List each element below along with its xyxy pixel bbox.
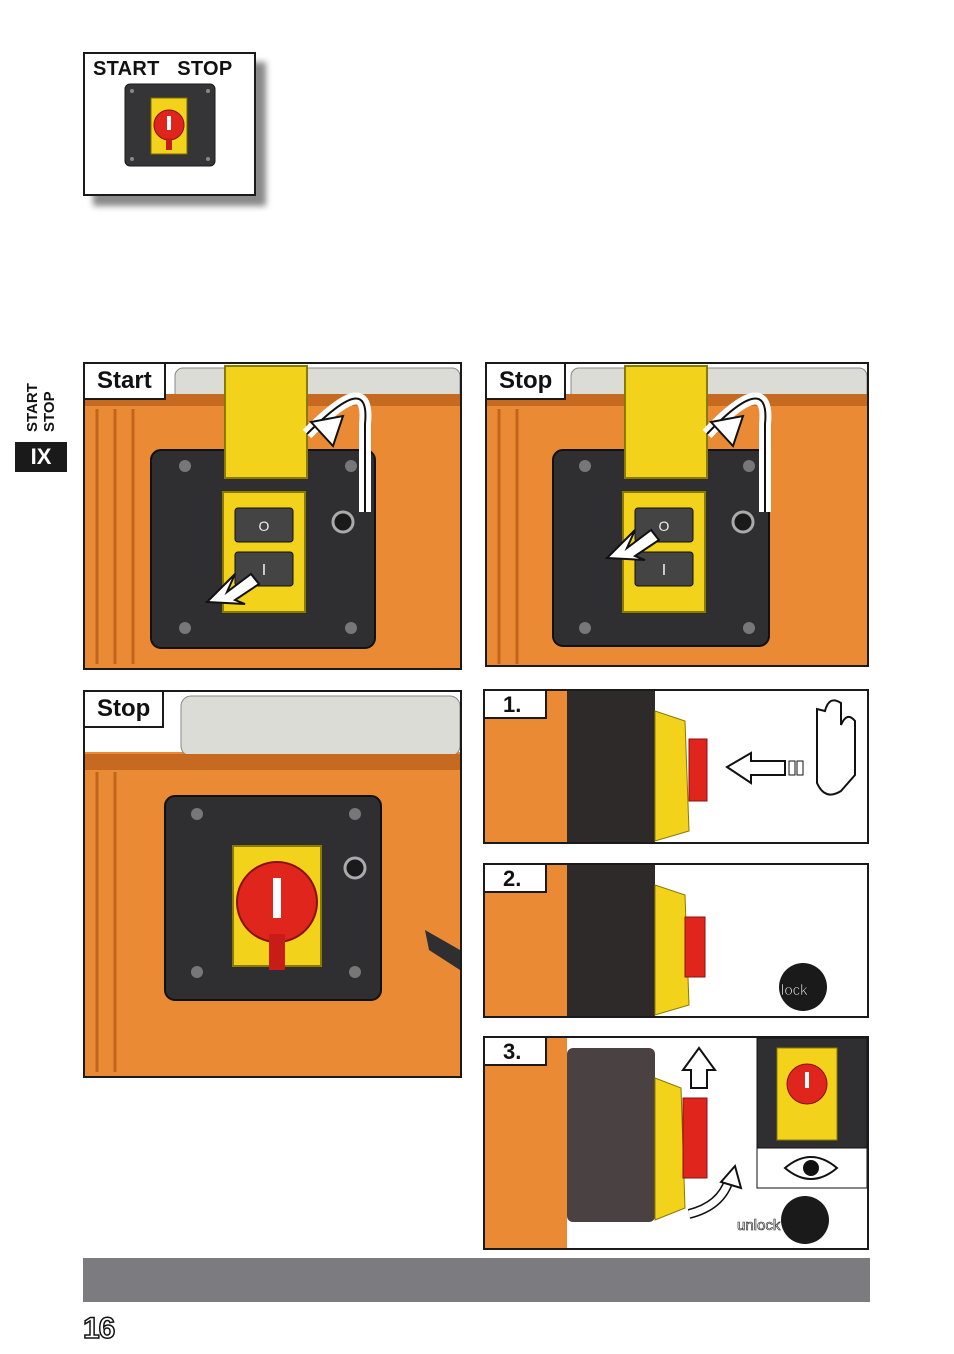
start-label: Start bbox=[85, 364, 166, 400]
chapter-tab-line1: START bbox=[24, 383, 41, 432]
start-on-symbol: I bbox=[262, 562, 266, 579]
rotate-arrow-icon bbox=[719, 1163, 743, 1190]
stop-toggle-panel: O I Stop bbox=[485, 362, 869, 667]
pull-up-arrow-icon bbox=[681, 1046, 717, 1089]
footer-bar bbox=[83, 1258, 870, 1302]
lock-badge-text: lock bbox=[781, 982, 808, 999]
unlock-badge-icon bbox=[781, 1196, 829, 1244]
stop-on-symbol: I bbox=[662, 562, 666, 579]
step-2-panel: lock 2. bbox=[483, 863, 869, 1018]
push-arrow-icon bbox=[725, 751, 786, 785]
start-off-symbol: O bbox=[259, 518, 270, 534]
step-3-illustration: unlock bbox=[485, 1038, 867, 1248]
start-panel: O I Start bbox=[83, 362, 462, 670]
step-1-panel: 1. bbox=[483, 689, 869, 844]
hand-icon bbox=[816, 699, 856, 796]
chapter-tab: START STOP IX bbox=[15, 362, 67, 472]
chapter-roman-numeral: IX bbox=[15, 442, 67, 472]
hero-switch-illustration bbox=[124, 83, 216, 167]
start-switch-illustration: O I bbox=[85, 364, 460, 664]
stop-emergency-label: Stop bbox=[85, 692, 165, 728]
stop-toggle-label: Stop bbox=[487, 364, 567, 400]
stop-emergency-panel: Stop bbox=[83, 690, 462, 1078]
page-number: 16 bbox=[82, 1311, 116, 1346]
step-1-number: 1. bbox=[485, 691, 547, 719]
lock-badge-icon bbox=[779, 963, 827, 1011]
stop-press-arrow-icon bbox=[604, 528, 661, 561]
unlock-badge-text: unlock bbox=[737, 1217, 781, 1234]
chapter-tab-line2: STOP bbox=[41, 391, 58, 432]
start-stop-hero-figure: START STOP bbox=[83, 52, 256, 196]
stop-toggle-switch-illustration: O I bbox=[487, 364, 867, 664]
start-press-arrow-icon bbox=[204, 572, 261, 605]
step-3-number: 3. bbox=[485, 1038, 547, 1066]
emergency-switch-illustration bbox=[85, 692, 460, 1072]
hero-title: START STOP bbox=[93, 58, 233, 80]
stop-off-symbol: O bbox=[659, 518, 670, 534]
step-2-number: 2. bbox=[485, 865, 547, 893]
step-3-panel: unlock 3. bbox=[483, 1036, 869, 1250]
